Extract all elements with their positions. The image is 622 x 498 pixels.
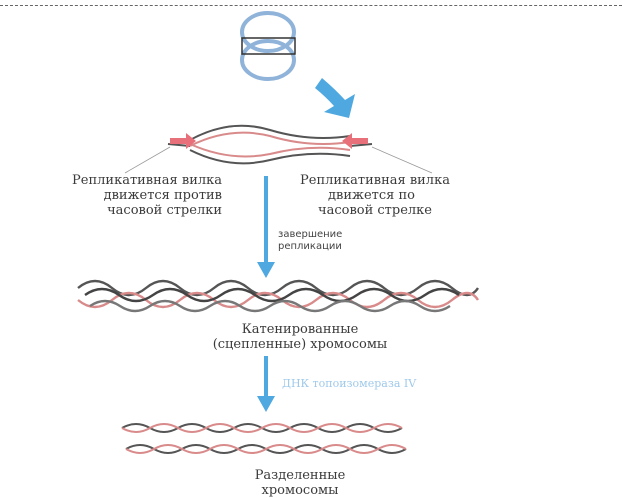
separated-chromosome-bottom	[125, 444, 407, 454]
label-line: Катенированные	[241, 322, 359, 337]
label-line: Репликативная вилка	[72, 173, 222, 188]
circular-chromosome-icon	[240, 11, 296, 81]
replication-bubble	[167, 124, 373, 165]
pointer-line-left	[124, 146, 171, 174]
arrow-down-head-icon	[257, 262, 275, 278]
fork-arrow-left-icon	[170, 133, 196, 149]
label-line: Репликативная вилка	[300, 173, 450, 188]
label-line: Разделенные	[254, 468, 346, 483]
label-line: движется против	[103, 188, 222, 203]
label-catenated-chromosomes: Катенированные (сцепленные) хромосомы	[150, 322, 450, 352]
top-dashed-border	[0, 5, 622, 6]
zoom-box	[241, 37, 296, 55]
label-line: (сцепленные) хромосомы	[212, 337, 388, 352]
fork-arrow-right-icon	[342, 133, 368, 149]
label-line: часовой стрелки	[107, 203, 222, 218]
catenated-chromosomes-strands	[77, 279, 480, 313]
label-separated-chromosomes: Разделенные хромосомы	[150, 468, 450, 498]
label-topoisomerase: ДНК топоизомераза IV	[282, 377, 417, 390]
label-replication-completion: завершение репликации	[278, 229, 388, 253]
label-line: завершение	[278, 229, 343, 240]
label-line: часовой стрелке	[318, 203, 432, 218]
separated-chromosome-top	[121, 423, 403, 433]
label-line: движется по	[328, 188, 415, 203]
label-line: хромосомы	[261, 483, 339, 498]
label-line: репликации	[278, 241, 342, 252]
pointer-line-right	[371, 146, 433, 174]
arrow-down-head-icon-2	[257, 396, 275, 412]
label-fork-clockwise: Репликативная вилка движется по часовой …	[300, 173, 530, 218]
curved-arrow-icon	[315, 78, 355, 118]
label-fork-counterclockwise: Репликативная вилка движется против часо…	[4, 173, 222, 218]
